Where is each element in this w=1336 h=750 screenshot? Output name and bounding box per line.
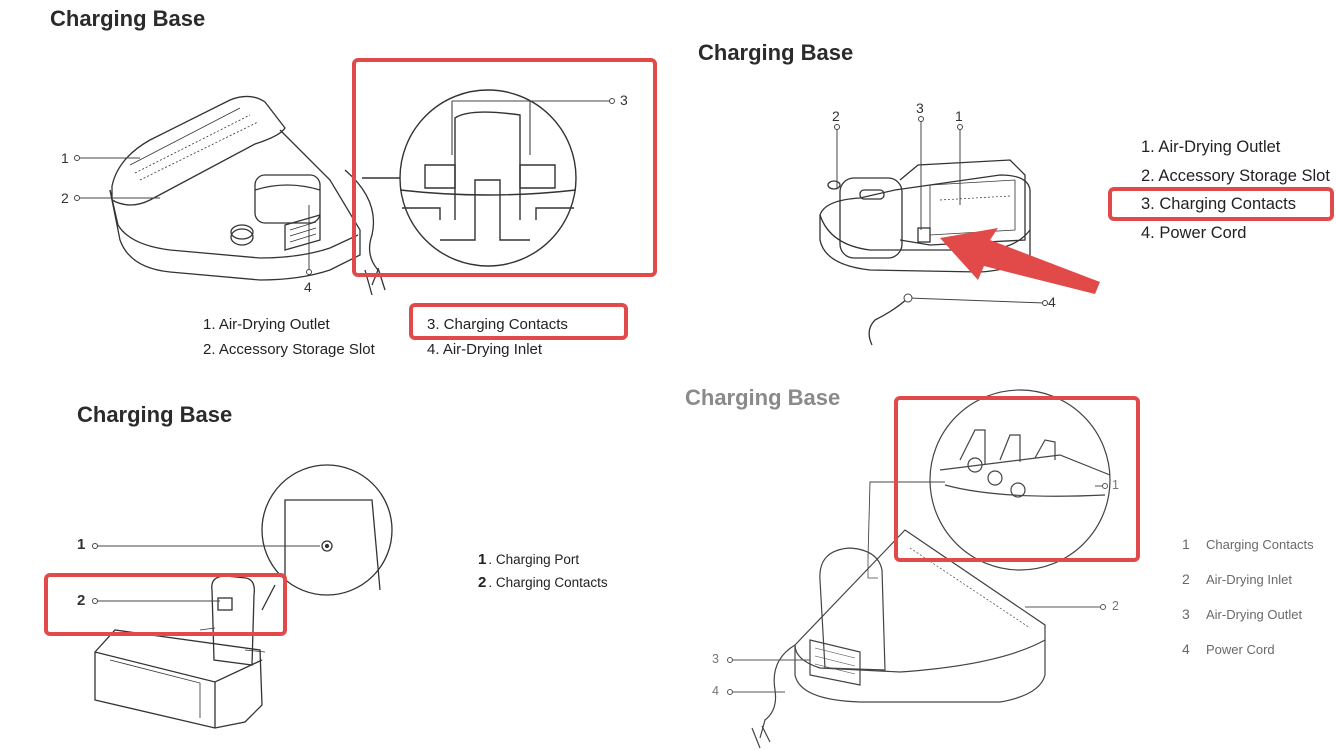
panel-1-zoom-highlight-box	[352, 58, 657, 277]
panel-1-legend-col-2: 3. Charging Contacts 4. Air-Drying Inlet	[427, 312, 568, 362]
panel-1-legend-item-1: 1. Air-Drying Outlet	[203, 316, 330, 333]
panel-3-illustration	[92, 464, 393, 729]
panel-4-legend-number-4: 4	[1182, 641, 1190, 657]
panel-3-legend-item-1: 1. Charging Port	[478, 548, 608, 571]
panel-2-legend-item-3: 3. Charging Contacts	[1141, 195, 1297, 213]
panel-3-highlight-box	[44, 573, 287, 636]
panel-4-legend-label-1: Charging Contacts	[1206, 537, 1314, 552]
panel-4-legend-item-1: 1 Charging Contacts	[1182, 527, 1314, 562]
panel-3-legend-number-1: 1	[478, 551, 487, 568]
panel-1-legend-item-4: 4. Air-Drying Inlet	[427, 341, 543, 358]
panel-2-legend-highlight-box	[1108, 187, 1334, 221]
panel-1-callout-2: 2	[61, 190, 69, 206]
panel-4-legend-label-4: Power Cord	[1206, 642, 1275, 657]
panel-2-legend: 1. Air-Drying Outlet 2. Accessory Storag…	[1141, 133, 1330, 247]
panel-3-legend-label-2: . Charging Contacts	[488, 575, 608, 590]
panel-2-legend-item-4: 4. Power Cord	[1141, 223, 1247, 242]
panel-3-callout-1: 1	[77, 536, 86, 553]
panel-4-title: Charging Base	[685, 385, 841, 410]
panel-1-legend-col-1: 1. Air-Drying Outlet 2. Accessory Storag…	[203, 312, 375, 362]
panel-4-legend-item-4: 4 Power Cord	[1182, 632, 1314, 667]
panel-1-illustration	[74, 89, 615, 296]
panel-2-callout-4: 4	[1048, 294, 1056, 310]
panel-4-callout-1: 1	[1112, 478, 1119, 492]
charging-base-drawing	[109, 95, 386, 296]
panel-3-legend-number-2: 2	[478, 574, 487, 591]
panel-2-callout-2: 2	[832, 108, 840, 124]
panel-4-legend: 1 Charging Contacts 2 Air-Drying Inlet 3 Ai…	[1182, 527, 1314, 667]
panel-3-callout-2: 2	[77, 592, 86, 609]
panel-4-legend-number-3: 3	[1182, 606, 1190, 622]
panel-2-callout-1: 1	[955, 108, 963, 124]
panel-3-legend-label-1: . Charging Port	[488, 552, 580, 567]
panel-2-title: Charging Base	[698, 40, 854, 65]
panel-3-title: Charging Base	[77, 402, 233, 427]
panel-1-legend-highlight-box	[409, 303, 628, 340]
panel-4-legend-item-2: 2 Air-Drying Inlet	[1182, 562, 1314, 597]
panel-4-legend-label-2: Air-Drying Inlet	[1206, 572, 1292, 587]
panel-4-legend-item-3: 3 Air-Drying Outlet	[1182, 597, 1314, 632]
red-arrow-icon	[940, 228, 1100, 294]
panel-4-callout-3: 3	[712, 652, 719, 666]
panel-1-callout-3: 3	[620, 92, 628, 108]
panel-4-zoom-highlight-box	[894, 396, 1140, 562]
panel-3-legend-item-2: 2. Charging Contacts	[478, 571, 608, 594]
panel-4-callout-2: 2	[1112, 599, 1119, 613]
panel-4-legend-label-3: Air-Drying Outlet	[1206, 607, 1303, 622]
panel-1-callout-4: 4	[304, 279, 312, 295]
panel-1-title: Charging Base	[50, 6, 206, 31]
panel-1-legend-item-3: 3. Charging Contacts	[427, 316, 568, 333]
panel-2-legend-item-1: 1. Air-Drying Outlet	[1141, 138, 1281, 156]
panel-1-callout-1: 1	[61, 150, 69, 166]
panel-2-illustration	[819, 116, 1100, 346]
panel-1-legend-item-2: 2. Accessory Storage Slot	[203, 341, 375, 358]
panel-4-legend-number-2: 2	[1182, 571, 1190, 587]
charging-base-drawing	[94, 464, 393, 729]
panel-2-callout-3: 3	[916, 100, 924, 116]
panel-4-callout-4: 4	[712, 684, 719, 698]
panel-4-legend-number-1: 1	[1182, 536, 1190, 552]
panel-3-legend: 1. Charging Port 2. Charging Contacts	[478, 548, 608, 594]
panel-2-legend-item-2: 2. Accessory Storage Slot	[1141, 166, 1330, 185]
